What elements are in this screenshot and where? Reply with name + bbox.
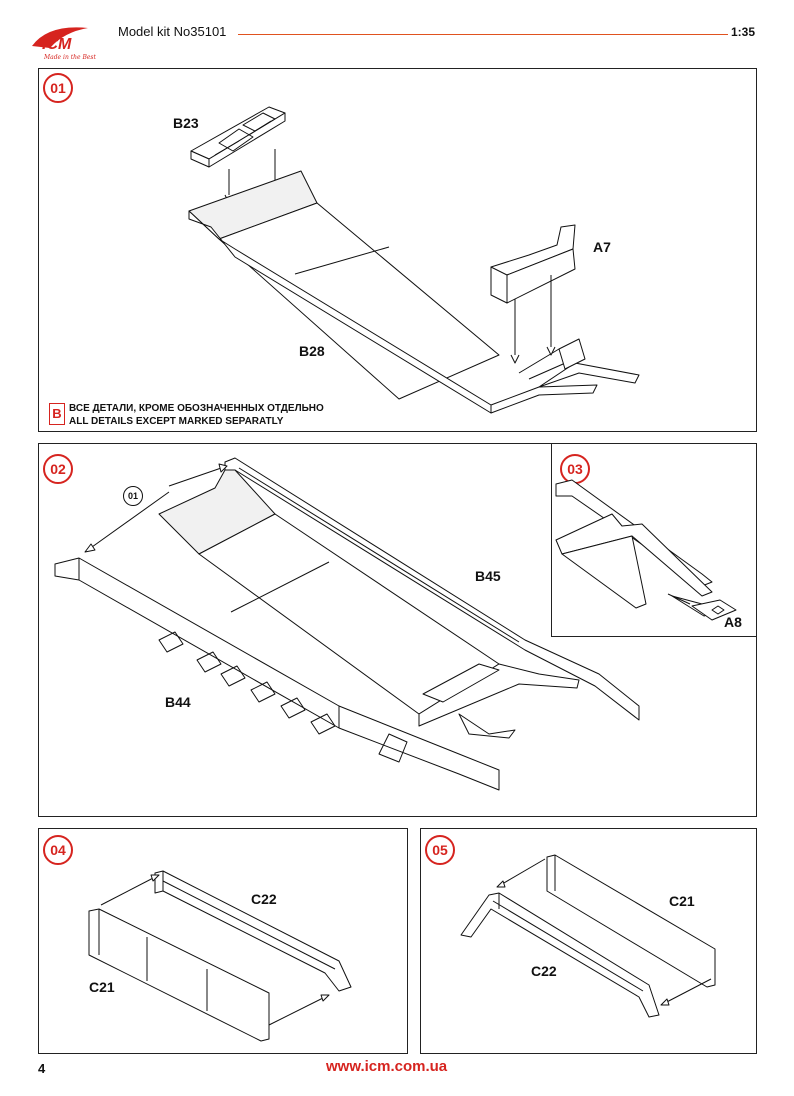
step-01-drawing: [188, 106, 640, 414]
frame-tray: [158, 469, 580, 739]
step-04-panel: 04 C22 C21: [38, 828, 408, 1054]
step-04-drawing: [88, 870, 352, 1042]
step-05-drawing: [460, 854, 716, 1018]
label-c22-05: C22: [531, 963, 557, 979]
label-b45: B45: [475, 568, 501, 584]
note-b-icon: B: [49, 403, 65, 425]
part-b23-drawing: [190, 106, 286, 168]
part-a7-drawing: [490, 224, 576, 304]
label-b23: B23: [173, 115, 199, 131]
step-04-badge: 04: [43, 835, 73, 865]
logo-wordmark: ICM: [42, 36, 72, 53]
arrows-step02: [84, 463, 228, 553]
step-05-badge: 05: [425, 835, 455, 865]
note-ru: ВСЕ ДЕТАЛИ, КРОМЕ ОБОЗНАЧЕННЫХ ОТДЕЛЬНО: [69, 403, 324, 414]
model-kit-title: Model kit No35101: [118, 24, 227, 39]
label-b44: B44: [165, 694, 191, 710]
arrows-a7: [510, 275, 556, 364]
arrows-step04: [100, 874, 330, 1026]
label-c22: C22: [251, 891, 277, 907]
step-02-badge: 02: [43, 454, 73, 484]
scale-label: 1:35: [731, 25, 756, 39]
footer-url-link[interactable]: www.icm.com.ua: [326, 1058, 448, 1075]
step-01-panel: 01: [38, 68, 757, 432]
part-b44-rail: [54, 557, 500, 791]
label-b28: B28: [299, 343, 325, 359]
label-a8: A8: [724, 614, 742, 630]
step-03-badge: 03: [560, 454, 590, 484]
icm-logo: ICM Made in the Best: [28, 22, 108, 62]
arrows-step05: [496, 858, 712, 1006]
subassembly-ref-01: 01: [123, 486, 143, 506]
part-c22-drawing: [154, 870, 352, 992]
step-03-panel: 03 A8: [551, 443, 757, 637]
header-divider: [238, 34, 728, 35]
label-c21: C21: [89, 979, 115, 995]
step-01-badge: 01: [43, 73, 73, 103]
step-01-note: ВСЕ ДЕТАЛИ, КРОМЕ ОБОЗНАЧЕННЫХ ОТДЕЛЬНО …: [69, 402, 324, 428]
b44-clips: [158, 631, 336, 735]
label-a7: A7: [593, 239, 611, 255]
page-number: 4: [38, 1061, 46, 1076]
logo-tagline: Made in the Best: [43, 54, 96, 61]
step-05-panel: 05 C21 C22: [420, 828, 757, 1054]
step-02-drawing: [54, 457, 640, 791]
note-en: ALL DETAILS EXCEPT MARKED SEPARATLY: [69, 416, 284, 427]
step-03-drawing: [555, 479, 737, 621]
part-c21-drawing: [88, 908, 270, 1042]
part-b28-drawing: [188, 170, 640, 414]
part-c21-drawing-05: [546, 854, 716, 988]
logo-swoosh-icon: [32, 27, 88, 48]
label-c21-05: C21: [669, 893, 695, 909]
part-c22-drawing-05: [460, 892, 660, 1018]
